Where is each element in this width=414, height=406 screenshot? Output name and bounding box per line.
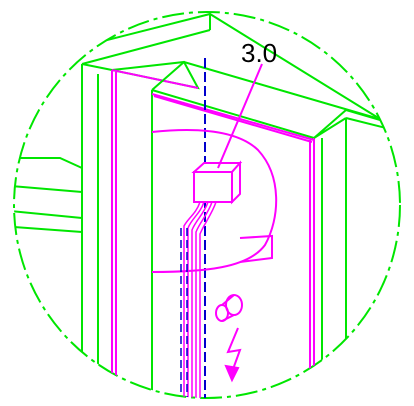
detail-circle-outline <box>13 11 401 399</box>
junction-box <box>191 160 243 205</box>
callout-label: 3.0 <box>241 38 277 68</box>
cable-bundle <box>183 201 217 398</box>
door-leaf <box>151 60 400 398</box>
inner-frame-left <box>111 69 199 398</box>
cable-channel-hidden <box>180 228 188 398</box>
right-post <box>313 117 400 398</box>
left-frame-rails <box>14 157 83 233</box>
top-beam <box>59 12 400 141</box>
push-button-icon <box>215 294 243 322</box>
callout-leader <box>217 63 263 169</box>
door-edge-magenta <box>151 93 315 398</box>
cable-loop <box>151 128 278 273</box>
left-post <box>81 60 200 398</box>
lightning-bolt-icon <box>224 327 242 383</box>
